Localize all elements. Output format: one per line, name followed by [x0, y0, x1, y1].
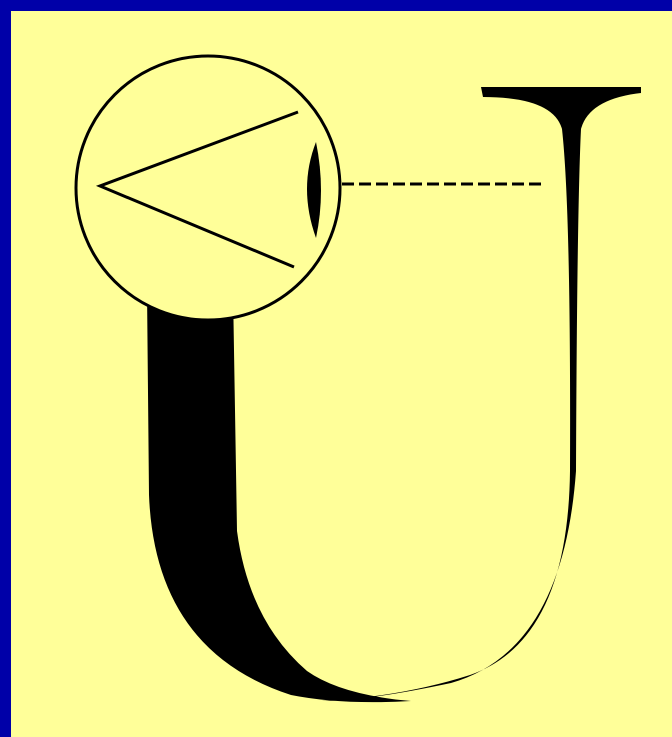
- eye-icon: [76, 56, 340, 320]
- eye-u-diagram: [11, 11, 672, 737]
- eye-circle: [76, 56, 340, 320]
- figure-panel: [11, 11, 672, 737]
